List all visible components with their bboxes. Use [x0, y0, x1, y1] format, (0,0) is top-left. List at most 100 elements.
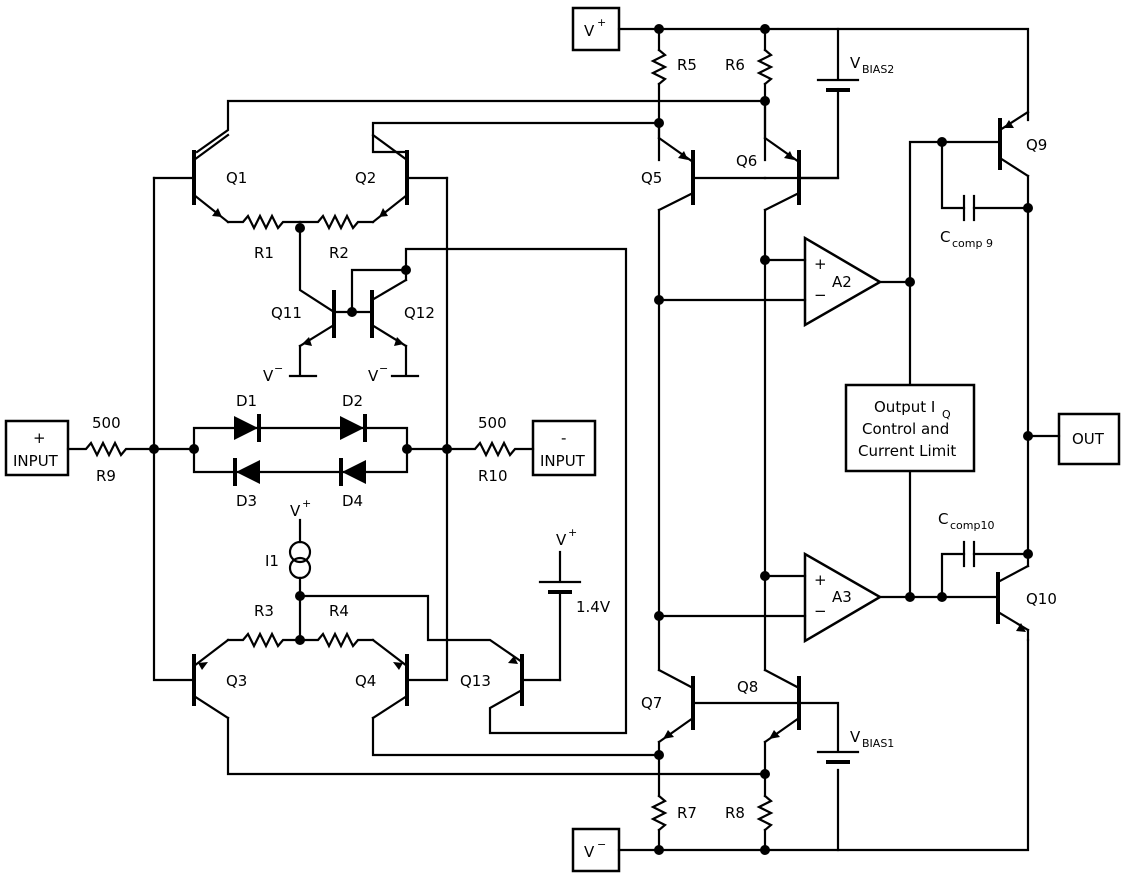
svg-text:Q3: Q3 — [226, 672, 247, 690]
svg-text:INPUT: INPUT — [540, 452, 586, 470]
resistor-r2: R2 — [298, 213, 375, 262]
transistor-q8: Q8 — [737, 668, 801, 744]
svg-text:−: − — [814, 602, 827, 620]
svg-text:R9: R9 — [96, 467, 116, 485]
svg-text:V: V — [850, 728, 861, 746]
svg-text:Q10: Q10 — [1026, 590, 1057, 608]
svg-text:R1: R1 — [254, 244, 274, 262]
vminus-terminal: V − — [571, 827, 621, 873]
svg-text:500: 500 — [92, 414, 121, 432]
wire-mirror-diode — [350, 268, 408, 314]
svg-text:BIAS1: BIAS1 — [862, 737, 894, 750]
svg-text:C: C — [940, 228, 950, 246]
svg-text:R3: R3 — [254, 602, 274, 620]
transistor-q6: Q6 — [736, 99, 801, 212]
svg-text:V: V — [584, 22, 595, 40]
vbias2-battery: V BIAS2 — [763, 54, 894, 180]
svg-text:R8: R8 — [725, 804, 745, 822]
svg-text:Q13: Q13 — [460, 672, 491, 690]
svg-text:I1: I1 — [265, 552, 279, 570]
svg-text:Q12: Q12 — [404, 304, 435, 322]
out-terminal: OUT — [1057, 412, 1121, 466]
svg-text:V: V — [368, 367, 379, 385]
svg-text:C: C — [938, 510, 948, 528]
svg-text:BIAS2: BIAS2 — [862, 63, 894, 76]
svg-text:D1: D1 — [236, 392, 257, 410]
svg-text:-: - — [561, 429, 566, 447]
transistor-q3: Q3 — [192, 638, 767, 776]
transistor-q12: V − Q12 — [368, 278, 435, 385]
output-iq-control-block: Output I Q Control and Current Limit — [844, 383, 976, 473]
svg-text:INPUT: INPUT — [13, 452, 59, 470]
svg-text:−: − — [379, 362, 388, 375]
transistor-q5: Q5 — [641, 121, 767, 212]
wire-a2-to-q9 — [908, 140, 1002, 387]
resistor-r4: R4 — [298, 602, 375, 649]
wire-vbias1 — [797, 701, 840, 752]
svg-text:V: V — [556, 531, 567, 549]
transistor-q10: Q10 — [940, 434, 1057, 642]
svg-text:R4: R4 — [329, 602, 349, 620]
input-minus-terminal: - INPUT — [531, 419, 597, 477]
svg-text:Output I: Output I — [874, 398, 935, 416]
svg-text:D4: D4 — [342, 492, 363, 510]
svg-text:R5: R5 — [677, 56, 697, 74]
svg-text:Q11: Q11 — [271, 304, 302, 322]
resistor-r6: R6 — [725, 27, 774, 162]
svg-text:500: 500 — [478, 414, 507, 432]
transistor-q9: Q9 — [998, 110, 1047, 438]
svg-text:R10: R10 — [478, 467, 508, 485]
transistor-q2: Q2 — [355, 133, 449, 224]
resistor-r10: 500 R10 — [445, 414, 535, 485]
diode-d2: D2 — [340, 392, 367, 442]
resistor-r8: R8 — [725, 740, 774, 852]
diode-d3: D3 — [233, 458, 260, 510]
svg-text:+: + — [568, 526, 577, 539]
amplifier-a3: + − A3 — [657, 551, 944, 644]
svg-text:Q1: Q1 — [226, 169, 247, 187]
wire-i1-to-q13 — [298, 594, 524, 664]
transistor-q13: Q13 — [460, 654, 562, 706]
svg-text:+: + — [814, 255, 827, 273]
capacitor-ccomp9: C comp 9 — [940, 140, 1030, 250]
svg-text:Q9: Q9 — [1026, 136, 1047, 154]
svg-text:R7: R7 — [677, 804, 697, 822]
wire-q1-collector — [195, 99, 767, 154]
svg-text:Q6: Q6 — [736, 152, 757, 170]
svg-text:+: + — [597, 16, 606, 29]
svg-text:comp10: comp10 — [950, 519, 994, 532]
svg-text:Q: Q — [942, 408, 951, 421]
capacitor-ccomp10: C comp10 — [938, 510, 1030, 599]
svg-text:1.4V: 1.4V — [576, 598, 611, 616]
svg-text:Q2: Q2 — [355, 169, 376, 187]
input-plus-terminal: + INPUT — [4, 419, 70, 477]
svg-text:Control and: Control and — [862, 420, 949, 438]
svg-text:−: − — [597, 838, 606, 851]
svg-text:−: − — [274, 362, 283, 375]
current-source-i1: V + I1 — [265, 497, 311, 642]
svg-text:V: V — [290, 502, 301, 520]
svg-text:V: V — [850, 54, 861, 72]
svg-text:Q8: Q8 — [737, 678, 758, 696]
svg-text:+: + — [814, 571, 827, 589]
diode-d4: D4 — [339, 458, 366, 510]
svg-text:OUT: OUT — [1072, 430, 1105, 448]
wire-q11-collector — [298, 226, 336, 314]
svg-text:V: V — [584, 843, 595, 861]
svg-text:R2: R2 — [329, 244, 349, 262]
transistor-q7: Q7 — [641, 668, 695, 744]
diode-d1: D1 — [234, 392, 261, 442]
svg-text:D2: D2 — [342, 392, 363, 410]
svg-text:A3: A3 — [832, 588, 852, 606]
resistor-r3: R3 — [226, 602, 302, 649]
svg-text:+: + — [33, 429, 46, 447]
resistor-r9: 500 R9 — [66, 414, 156, 485]
svg-text:R6: R6 — [725, 56, 745, 74]
vbias1-battery: V BIAS1 — [816, 728, 894, 764]
vplus-rail — [617, 24, 1030, 122]
svg-text:Q7: Q7 — [641, 694, 662, 712]
wire-q12-to-q13 — [404, 247, 628, 735]
svg-text:+: + — [302, 497, 311, 510]
svg-text:Q4: Q4 — [355, 672, 376, 690]
